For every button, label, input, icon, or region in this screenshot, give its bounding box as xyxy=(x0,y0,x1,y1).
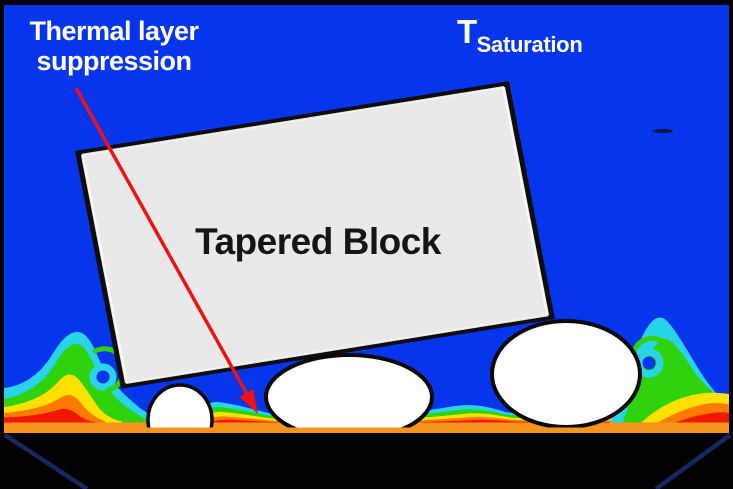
suppression-label-line2: suppression xyxy=(36,46,192,76)
saturation-temperature-label: TSaturation xyxy=(457,13,657,57)
callout-line-left xyxy=(3,433,89,489)
bubble-large xyxy=(490,319,642,429)
frame-right xyxy=(729,0,733,489)
frame-left xyxy=(0,0,4,489)
suppression-label-line1: Thermal layer xyxy=(29,16,199,46)
tsat-symbol: T xyxy=(457,13,477,50)
frame-bottom-band xyxy=(0,433,733,489)
zoom-callout-lines xyxy=(3,433,732,489)
left-vortex-core xyxy=(96,370,110,384)
tapered-block xyxy=(75,81,555,389)
tapered-block-body xyxy=(75,81,555,389)
heated-surface-front xyxy=(4,427,729,433)
tsat-subscript: Saturation xyxy=(476,32,583,57)
bubble-middle xyxy=(264,353,434,441)
suppression-arrow-head xyxy=(239,389,258,414)
right-vortex-core xyxy=(642,356,656,370)
left-vortex-ring xyxy=(89,363,117,391)
left-plume-red xyxy=(4,408,95,424)
callout-line-right xyxy=(654,433,732,489)
right-plume-red xyxy=(672,412,729,424)
suppression-arrow-line xyxy=(74,87,250,397)
thermal-layer-suppression-label: Thermal layer suppression xyxy=(18,16,210,76)
tapered-block-label: Tapered Block xyxy=(195,221,441,262)
small-dark-sliver xyxy=(653,129,673,133)
tapered-block-highlight-rim xyxy=(81,85,549,385)
frame-top xyxy=(0,0,733,5)
vapor-bubbles xyxy=(146,319,642,457)
suppression-arrow xyxy=(74,87,258,414)
